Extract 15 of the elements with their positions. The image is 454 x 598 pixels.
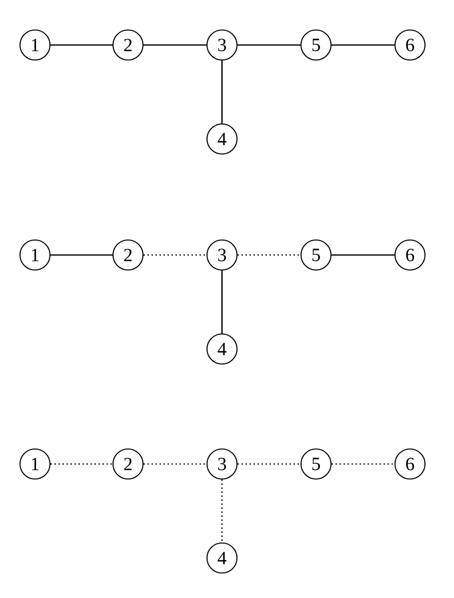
line bbox=[50, 44, 112, 46]
line bbox=[332, 254, 394, 256]
line bbox=[144, 44, 206, 46]
line bbox=[238, 44, 300, 46]
dotted-line bbox=[144, 463, 206, 465]
line bbox=[332, 44, 394, 46]
dotted-line bbox=[50, 463, 112, 465]
dotted-line bbox=[221, 480, 223, 542]
line bbox=[50, 254, 112, 256]
dotted-line bbox=[144, 254, 206, 256]
line bbox=[221, 270, 223, 334]
dotted-line bbox=[332, 463, 394, 465]
dotted-line bbox=[238, 463, 300, 465]
line bbox=[221, 60, 223, 124]
dotted-line bbox=[238, 254, 300, 256]
